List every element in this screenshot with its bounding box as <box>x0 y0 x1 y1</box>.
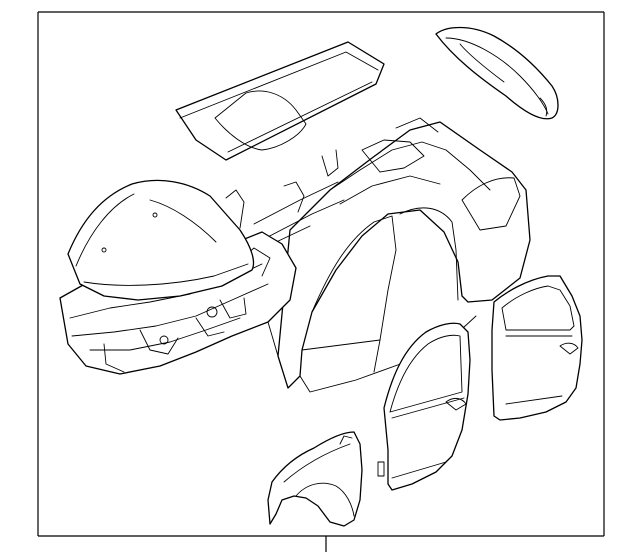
diagram-frame <box>37 11 605 552</box>
fender-icon <box>267 431 363 527</box>
rear-spoiler-icon <box>435 26 559 120</box>
front-door-icon <box>377 322 471 491</box>
hood-icon <box>67 179 255 301</box>
rear-door-icon <box>491 275 583 421</box>
roof-panel-icon <box>175 41 385 161</box>
